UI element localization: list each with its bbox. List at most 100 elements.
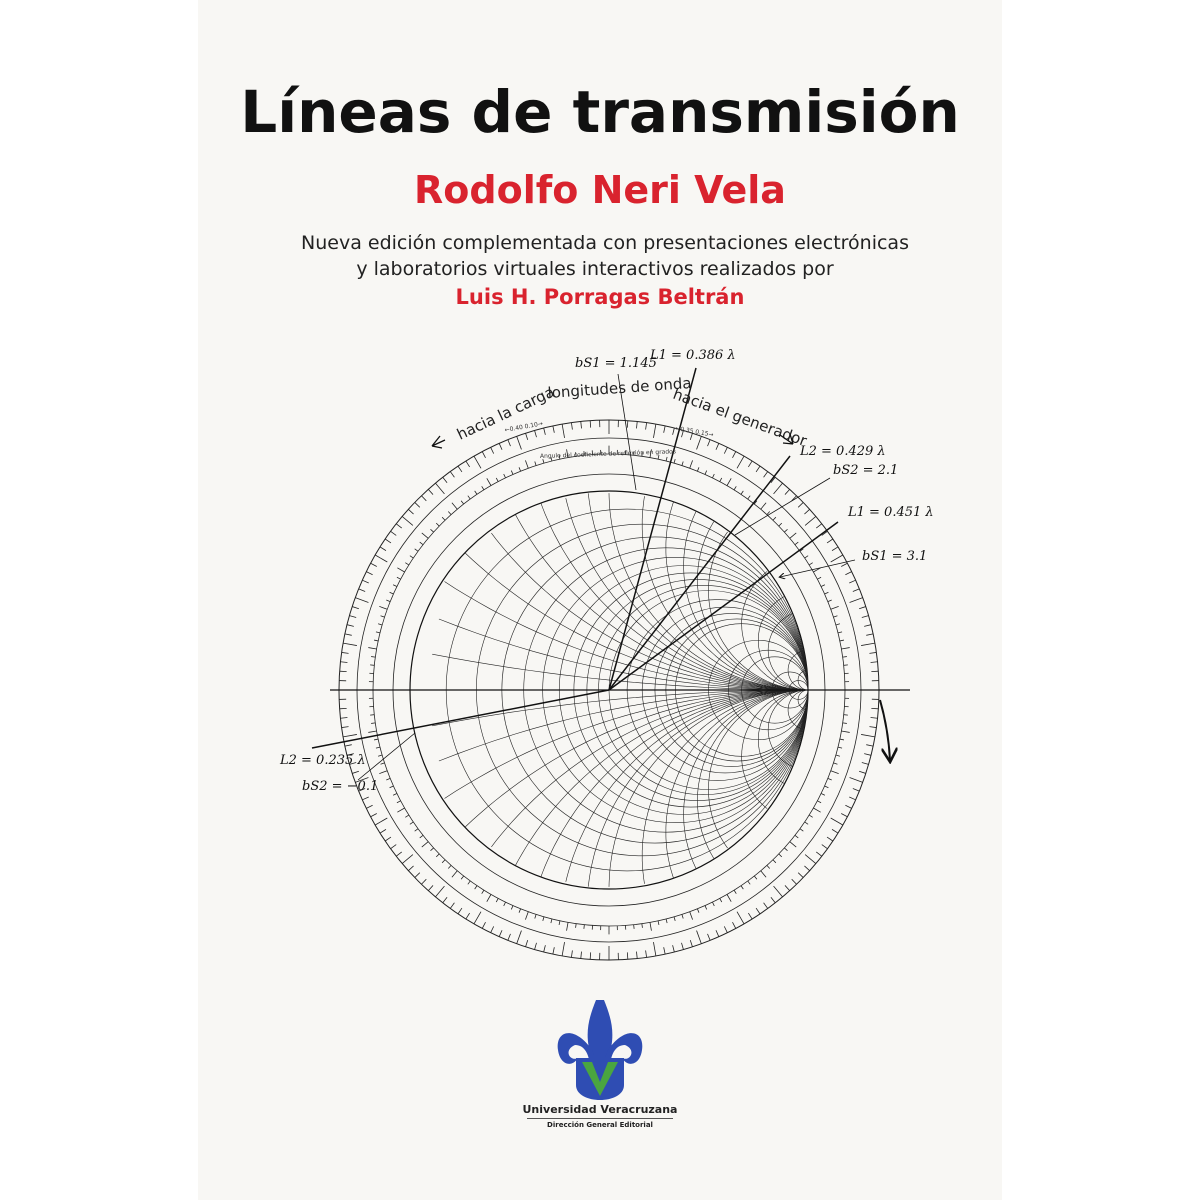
scale-tick bbox=[362, 579, 369, 584]
scale-tick bbox=[380, 762, 385, 765]
scale-tick bbox=[401, 854, 414, 864]
scale-tick bbox=[558, 454, 561, 460]
scale-tick bbox=[845, 571, 852, 576]
scale-tick bbox=[390, 844, 397, 850]
scale-tick bbox=[733, 889, 737, 894]
scale-tick bbox=[571, 950, 573, 958]
bs1-right-pointer bbox=[780, 559, 856, 577]
scale-tick bbox=[681, 914, 684, 919]
scale-tick bbox=[864, 624, 872, 627]
scale-tick bbox=[681, 430, 684, 438]
scale-tick bbox=[869, 652, 877, 654]
scale-tick bbox=[516, 436, 522, 450]
scale-tick bbox=[784, 847, 788, 852]
scale-tick bbox=[689, 911, 693, 920]
scale-tick bbox=[672, 945, 675, 953]
scale-tick bbox=[344, 744, 352, 747]
scale-tick bbox=[435, 522, 440, 527]
reactance-arc bbox=[665, 689, 808, 879]
scale-tick bbox=[575, 923, 577, 928]
scale-tick bbox=[657, 920, 660, 926]
scale-tick bbox=[849, 597, 863, 603]
scale-tick bbox=[481, 486, 485, 491]
scale-tick bbox=[797, 502, 804, 508]
reactance-arc bbox=[797, 669, 808, 691]
scale-tick bbox=[451, 502, 458, 510]
reactance-arc bbox=[641, 689, 808, 884]
scale-tick bbox=[689, 940, 693, 947]
scale-tick bbox=[833, 615, 838, 618]
scale-tick bbox=[861, 615, 869, 618]
scale-tick bbox=[833, 762, 838, 765]
reactance-arc bbox=[767, 689, 808, 767]
scale-tick bbox=[396, 576, 401, 580]
scale-tick bbox=[534, 942, 537, 950]
scale-tick bbox=[352, 606, 359, 610]
scale-tick bbox=[550, 918, 553, 924]
scale-tick bbox=[732, 922, 737, 929]
scale-tick bbox=[665, 456, 668, 462]
scale-tick bbox=[414, 502, 421, 508]
scale-tick bbox=[428, 489, 434, 495]
scale-tick bbox=[861, 734, 875, 738]
scale-tick bbox=[362, 796, 369, 801]
scale-tick bbox=[392, 793, 398, 796]
scale-tick bbox=[449, 471, 455, 478]
scale-tick bbox=[641, 923, 643, 928]
reactance-arc bbox=[757, 689, 808, 784]
scale-tick bbox=[753, 500, 758, 505]
scale-tick bbox=[841, 562, 848, 567]
l1-top-line bbox=[608, 367, 697, 691]
reactance-arc bbox=[515, 514, 809, 691]
scale-tick bbox=[804, 865, 810, 871]
scale-tick bbox=[373, 639, 379, 642]
scale-tick bbox=[408, 509, 414, 515]
scale-tick bbox=[663, 947, 666, 955]
scale-tick bbox=[343, 734, 357, 738]
reactance-arc bbox=[444, 689, 809, 799]
scale-tick bbox=[343, 642, 357, 646]
scale-tick bbox=[849, 796, 856, 801]
scale-tick bbox=[760, 870, 767, 878]
scale-tick bbox=[841, 730, 850, 733]
annotation-bs1-top: bS1 = 1.145 bbox=[575, 356, 657, 371]
arrow-left-icon bbox=[431, 435, 446, 449]
scale-tick bbox=[831, 829, 839, 834]
scale-tick bbox=[760, 502, 767, 510]
scale-tick bbox=[733, 486, 737, 491]
scale-tick bbox=[778, 853, 783, 858]
scale-tick bbox=[740, 885, 744, 890]
reactance-arc bbox=[491, 532, 809, 691]
subtitle-line-1: Nueva edición complementada con presenta… bbox=[301, 232, 909, 254]
scale-tick bbox=[390, 530, 397, 536]
reactance-arc bbox=[641, 496, 808, 691]
scale-tick bbox=[736, 911, 745, 925]
scale-tick bbox=[696, 930, 702, 944]
scale-tick bbox=[770, 897, 776, 904]
scale-tick bbox=[349, 762, 357, 765]
scale-label-top-left: ←0.40 0.10→ bbox=[504, 420, 543, 434]
scale-tick bbox=[386, 599, 391, 602]
scale-tick bbox=[813, 807, 821, 813]
scale-tick bbox=[784, 489, 790, 495]
rotation-arrow bbox=[879, 699, 890, 760]
scale-tick bbox=[663, 425, 666, 433]
scale-tick bbox=[657, 454, 660, 460]
scale-tick bbox=[465, 460, 470, 468]
scale-tick bbox=[481, 889, 485, 894]
scale-tick bbox=[366, 571, 373, 576]
scale-tick bbox=[636, 421, 638, 429]
scale-tick bbox=[379, 606, 388, 610]
scale-tick bbox=[653, 942, 657, 956]
subtitle-line-2: y laboratorios virtuales interactivos re… bbox=[356, 258, 834, 280]
scale-tick bbox=[442, 897, 448, 904]
scale-tick bbox=[414, 828, 419, 832]
scale-tick bbox=[719, 477, 723, 482]
scale-tick bbox=[414, 872, 421, 878]
scale-tick bbox=[831, 546, 839, 551]
scale-tick bbox=[534, 430, 537, 438]
scale-tick bbox=[870, 717, 878, 719]
annotation-bs1-right: bS1 = 3.1 bbox=[862, 549, 927, 564]
scale-tick bbox=[839, 738, 845, 741]
scale-tick bbox=[435, 482, 445, 495]
